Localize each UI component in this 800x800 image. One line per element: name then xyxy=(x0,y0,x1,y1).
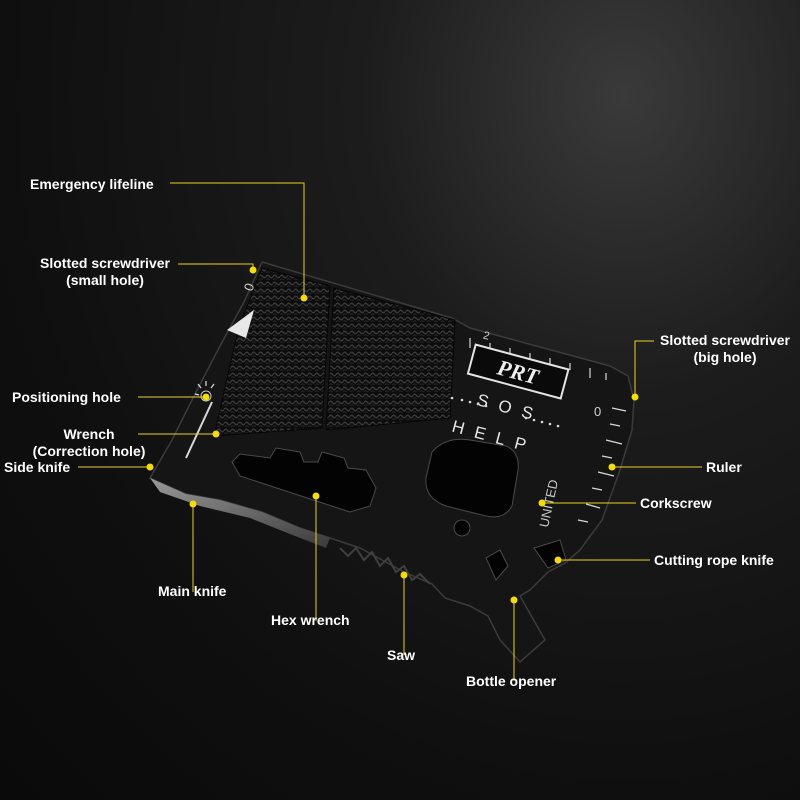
label-wrench-line1: Wrench xyxy=(63,426,115,442)
ruler-zero-side: 0 xyxy=(594,404,601,419)
label-wrench-line2: (Correction hole) xyxy=(32,443,146,459)
ruler-number: 2 xyxy=(482,329,491,342)
label-bottle-opener: Bottle opener xyxy=(466,673,557,689)
label-slotted-big-line2: (big hole) xyxy=(693,349,757,365)
paracord-wrap-right xyxy=(325,287,456,431)
label-emergency-lifeline: Emergency lifeline xyxy=(30,176,154,192)
label-wrench: Wrench (Correction hole) xyxy=(16,426,162,460)
pointer-dots xyxy=(146,266,639,604)
label-main-knife: Main knife xyxy=(158,583,227,599)
label-slotted-small-line1: Slotted screwdriver xyxy=(40,255,170,271)
label-slotted-big-line1: Slotted screwdriver xyxy=(660,332,790,348)
label-slotted-screwdriver-big: Slotted screwdriver (big hole) xyxy=(652,332,798,366)
label-positioning-hole: Positioning hole xyxy=(12,389,121,405)
label-ruler: Ruler xyxy=(706,459,742,475)
side-knife-edge xyxy=(227,310,254,338)
saw-teeth xyxy=(339,546,431,585)
main-knife-blade xyxy=(150,478,330,548)
label-slotted-small-line2: (small hole) xyxy=(66,272,144,288)
label-cutting-rope-knife: Cutting rope knife xyxy=(654,552,774,568)
label-saw: Saw xyxy=(387,647,416,663)
label-side-knife: Side knife xyxy=(4,459,71,475)
ruler-side-ticks xyxy=(577,407,627,523)
label-hex-wrench: Hex wrench xyxy=(271,612,350,628)
label-corkscrew: Corkscrew xyxy=(640,495,712,511)
brand-badge xyxy=(466,343,570,400)
label-slotted-screwdriver-small: Slotted screwdriver (small hole) xyxy=(32,255,178,289)
bottle-opener-cutout xyxy=(425,438,519,518)
leader-lines xyxy=(78,182,702,681)
hex-wrench-cutout xyxy=(231,447,377,513)
ruler-zero-top: 0 xyxy=(241,281,258,293)
